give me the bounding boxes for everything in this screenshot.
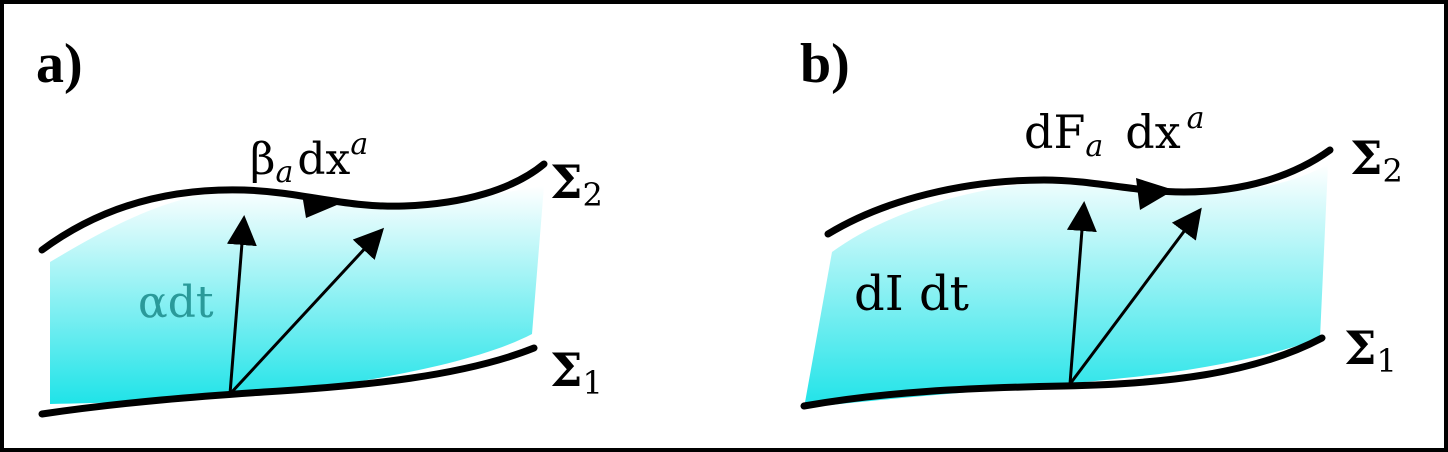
panel-a: a) βadxa αdt Σ2 Σ1 (36, 33, 603, 418)
panel-a-diagonal-arrow (228, 227, 385, 396)
panel-a-alpha-arrow (226, 215, 257, 395)
panel-a-sigma1-label: Σ1 (550, 343, 603, 402)
panel-b-area-label: dI dt (854, 266, 969, 322)
panel-b-tangent-arrow (1136, 178, 1174, 210)
panel-b-diagonal-arrow (1068, 207, 1202, 385)
panel-b-sigma2-label: Σ2 (1350, 131, 1403, 190)
panel-a-label: a) (36, 33, 83, 95)
panel-b-sigma2-curve (824, 146, 1334, 238)
panel-b-vertical-arrow (1066, 201, 1097, 385)
panel-a-tangent-arrow (302, 194, 344, 218)
panel-a-top-label: βadxa (250, 127, 368, 190)
panel-a-sigma2-label: Σ2 (550, 155, 603, 214)
panel-b-sigma1-curve (800, 334, 1326, 410)
panel-a-shaded-region (50, 186, 544, 404)
panel-a-sigma1-curve (38, 344, 538, 418)
panel-b-label: b) (800, 33, 850, 95)
panel-b-sigma1-label: Σ1 (1344, 321, 1397, 380)
panel-a-side-label: αdt (138, 277, 214, 328)
